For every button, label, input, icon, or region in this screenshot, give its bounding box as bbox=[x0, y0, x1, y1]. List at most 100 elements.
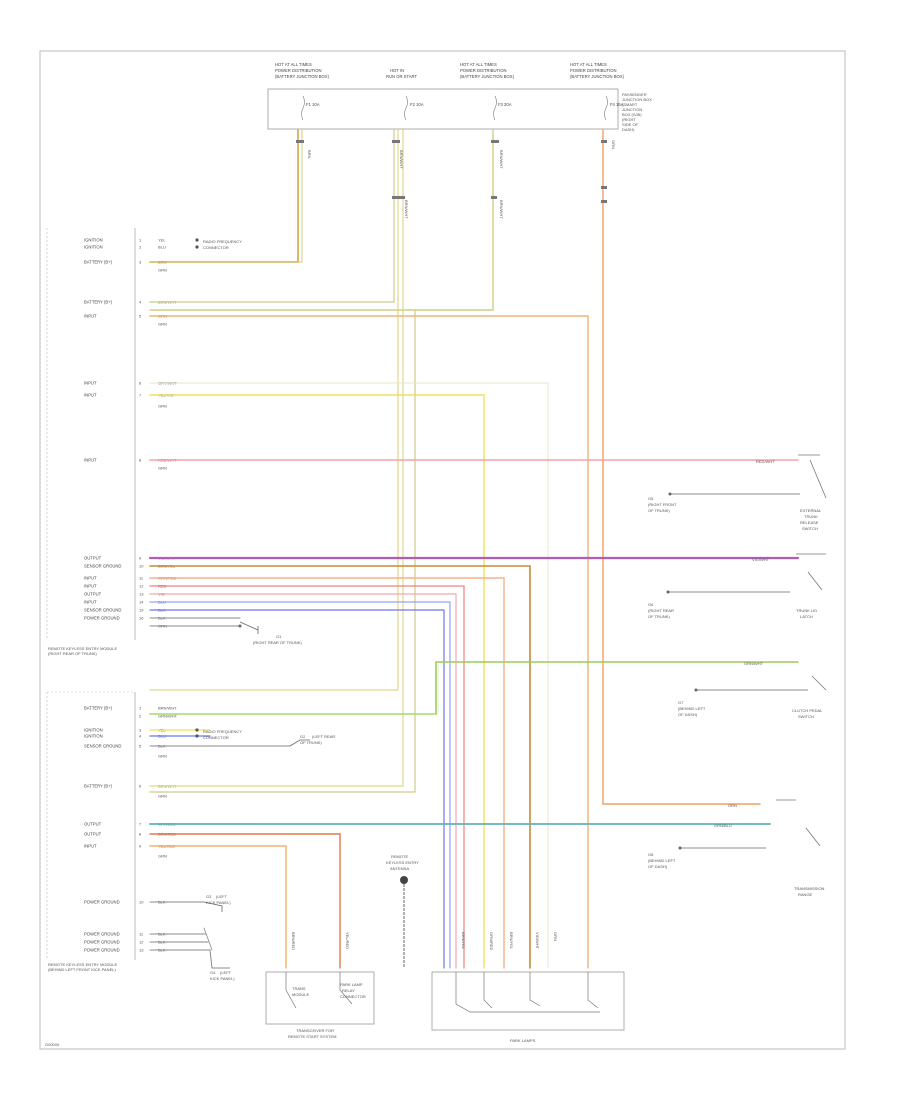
pin-number: 14 bbox=[139, 600, 144, 605]
svg-text:(BATTERY JUNCTION BOX): (BATTERY JUNCTION BOX) bbox=[275, 74, 330, 79]
svg-text:MODULE: MODULE bbox=[292, 992, 309, 997]
ground-g3: G3 (LEFT KICK PANEL) bbox=[203, 894, 231, 912]
svg-text:OF DASH): OF DASH) bbox=[678, 712, 698, 717]
svg-text:REMOTE KEYLESS ENTRY MODULE: REMOTE KEYLESS ENTRY MODULE bbox=[48, 646, 118, 651]
pin-name: POWER GROUND bbox=[84, 940, 120, 945]
svg-text:(LEFT: (LEFT bbox=[216, 894, 228, 899]
svg-text:SIDE OF: SIDE OF bbox=[622, 122, 639, 127]
fuse-symbol bbox=[604, 95, 608, 121]
transmission-range-switch: ORN GRN/BLU G8 (BEHIND LEFT OF DASH) TRA… bbox=[648, 799, 825, 897]
svg-text:BRN/WHT: BRN/WHT bbox=[499, 200, 504, 219]
svg-text:REMOTE: REMOTE bbox=[391, 854, 408, 859]
ground-g1: G1 (RIGHT REAR OF TRUNK) bbox=[238, 621, 302, 645]
pin-name: OUTPUT bbox=[84, 832, 102, 837]
svg-text:(LEFT REAR: (LEFT REAR bbox=[312, 734, 335, 739]
svg-text:KEYLESS ENTRY: KEYLESS ENTRY bbox=[386, 860, 419, 865]
wire-input14 bbox=[149, 609, 445, 969]
pin-name: POWER GROUND bbox=[84, 616, 120, 621]
wire-f4-drop bbox=[602, 129, 761, 805]
pin-number: 8 bbox=[139, 832, 142, 837]
wire-color-label: GRN bbox=[158, 854, 167, 859]
svg-text:G5: G5 bbox=[648, 496, 654, 501]
pin-number: 5 bbox=[139, 744, 142, 749]
svg-text:F1 10A: F1 10A bbox=[306, 102, 320, 107]
wire-output8 bbox=[149, 833, 341, 969]
svg-text:REMOTE KEYLESS ENTRY MODULE: REMOTE KEYLESS ENTRY MODULE bbox=[48, 962, 118, 967]
svg-text:VIO/WHT: VIO/WHT bbox=[752, 557, 770, 562]
svg-text:HOT IN: HOT IN bbox=[390, 68, 404, 73]
ground-g4: G4 (LEFT KICK PANEL) bbox=[210, 967, 235, 981]
pin-name: OUTPUT bbox=[84, 822, 102, 827]
svg-text:JUNCTION BOX: JUNCTION BOX bbox=[622, 97, 652, 102]
svg-text:(RIGHT REAR OF TRUNK): (RIGHT REAR OF TRUNK) bbox=[253, 640, 302, 645]
svg-text:F4 15A: F4 15A bbox=[610, 102, 624, 107]
lower-pin-row: GRN bbox=[158, 854, 167, 859]
svg-text:(RIGHT: (RIGHT bbox=[622, 117, 636, 122]
wire-gnd-bus bbox=[203, 927, 213, 951]
pin-number: 15 bbox=[139, 608, 144, 613]
pin-number: 16 bbox=[139, 616, 144, 621]
svg-text:DASH): DASH) bbox=[622, 127, 635, 132]
pin-name: BATTERY (B+) bbox=[84, 706, 113, 711]
svg-text:(RIGHT REAR: (RIGHT REAR bbox=[648, 608, 674, 613]
svg-text:KICK PANEL): KICK PANEL) bbox=[210, 976, 235, 981]
wire-input12 bbox=[149, 585, 465, 969]
wire-f3 bbox=[149, 129, 494, 311]
svg-text:(BEHIND LEFT: (BEHIND LEFT bbox=[648, 858, 676, 863]
pin-number: 9 bbox=[139, 556, 142, 561]
bottom-wire-label: YEL/RED bbox=[345, 932, 350, 949]
pin-number: 1 bbox=[139, 706, 142, 711]
wire-color-label: GRN/WHT bbox=[158, 714, 178, 719]
svg-text:SWITCH: SWITCH bbox=[798, 714, 814, 719]
pin-number: 10 bbox=[139, 900, 144, 905]
keyless-antenna: REMOTE KEYLESS ENTRY ANTENNA bbox=[386, 854, 419, 968]
svg-text:G7: G7 bbox=[678, 700, 684, 705]
svg-text:BRN/WHT: BRN/WHT bbox=[399, 150, 404, 169]
wire-f1-battery-inner bbox=[149, 129, 303, 263]
wire-output13 bbox=[149, 601, 451, 969]
pin-name: IGNITION bbox=[84, 734, 103, 739]
pin-number: 7 bbox=[139, 393, 142, 398]
pin-name: INPUT bbox=[84, 393, 97, 398]
svg-text:TRUNK LID: TRUNK LID bbox=[796, 608, 817, 613]
bottom-wire-label: BRN/YEL bbox=[461, 932, 466, 950]
rf-connector-upper: RADIO FREQUENCY CONNECTOR bbox=[195, 238, 242, 250]
svg-text:HOT AT ALL TIMES: HOT AT ALL TIMES bbox=[275, 62, 312, 67]
svg-text:F2 10A: F2 10A bbox=[410, 102, 424, 107]
pin-name: OUTPUT bbox=[84, 592, 102, 597]
upper-pin-row: GRN bbox=[158, 322, 167, 327]
svg-text:POWER DISTRIBUTION: POWER DISTRIBUTION bbox=[275, 68, 322, 73]
svg-text:(SMART: (SMART bbox=[622, 102, 638, 107]
pin-number: 11 bbox=[139, 932, 144, 937]
svg-text:(BATTERY JUNCTION BOX): (BATTERY JUNCTION BOX) bbox=[570, 74, 625, 79]
fuse-box-4: HOT AT ALL TIMES POWER DISTRIBUTION (BAT… bbox=[570, 62, 625, 121]
bottom-wire-label: BRN/YEL bbox=[509, 932, 514, 950]
pin-number: 2 bbox=[139, 245, 142, 250]
svg-text:TRANSMISSION: TRANSMISSION bbox=[794, 886, 825, 891]
lower-pin-row: GRN bbox=[158, 794, 167, 799]
pin-number: 6 bbox=[139, 784, 142, 789]
svg-text:BRN/WHT: BRN/WHT bbox=[499, 150, 504, 169]
svg-text:(BATTERY JUNCTION BOX): (BATTERY JUNCTION BOX) bbox=[460, 74, 515, 79]
svg-text:BRN/WHT: BRN/WHT bbox=[404, 200, 409, 219]
connector-marks bbox=[296, 140, 607, 203]
svg-text:CONNECTOR: CONNECTOR bbox=[203, 735, 229, 740]
pin-number: 4 bbox=[139, 734, 142, 739]
svg-text:RUN OR START: RUN OR START bbox=[386, 74, 417, 79]
clutch-pedal-switch: GRN/WHT G7 (BEHIND LEFT OF DASH) CLUTCH … bbox=[678, 661, 827, 719]
external-trunk-switch: RED/WHT G5 (RIGHT FRONT OF TRUNK) EXTERN… bbox=[648, 454, 827, 531]
ground-g2: G2 (LEFT REAR OF TRUNK) bbox=[289, 734, 335, 747]
pin-number: 8 bbox=[139, 458, 142, 463]
pin-name: IGNITION bbox=[84, 245, 103, 250]
wire-color-label: GRN bbox=[158, 322, 167, 327]
upper-pin-row: GRN bbox=[158, 466, 167, 471]
upper-pin-row: GRN bbox=[158, 268, 167, 273]
svg-text:POWER DISTRIBUTION: POWER DISTRIBUTION bbox=[460, 68, 507, 73]
svg-text:TRUNK: TRUNK bbox=[804, 514, 818, 519]
svg-text:TRANS: TRANS bbox=[292, 986, 306, 991]
svg-text:G8: G8 bbox=[648, 852, 654, 857]
